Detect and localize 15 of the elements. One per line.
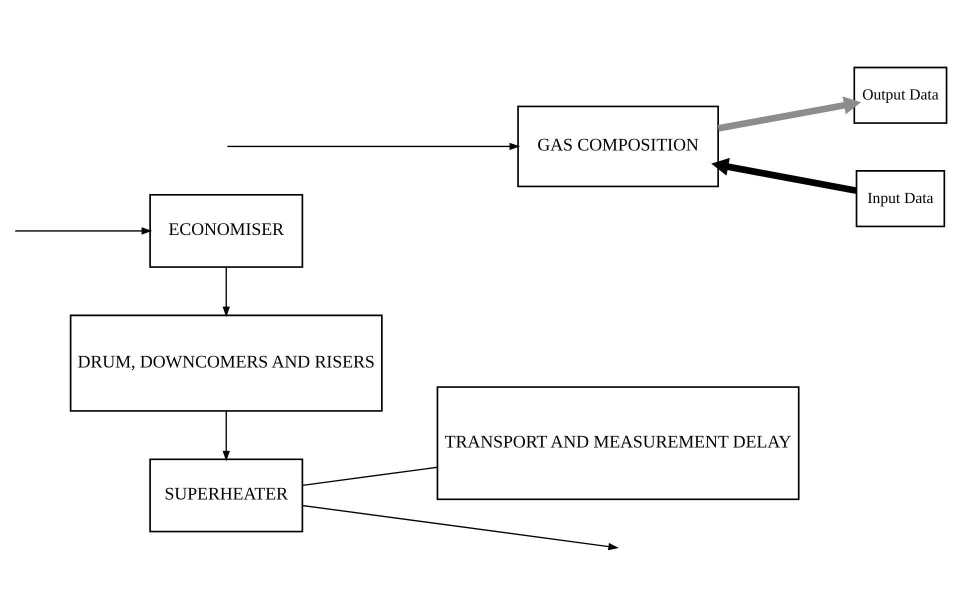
node-box: SUPERHEATER — [148, 458, 303, 532]
node-box: GAS COMPOSITION — [516, 106, 718, 188]
arrow — [222, 267, 230, 318]
arrow — [226, 142, 520, 150]
node-box: Output Data — [852, 66, 947, 124]
arrow — [710, 158, 856, 194]
arrow — [14, 227, 152, 235]
node-box: DRUM, DOWNCOMERS AND RISERS — [69, 314, 382, 412]
arrow — [717, 96, 861, 132]
node-box: Input Data — [855, 170, 945, 228]
connector — [302, 466, 437, 486]
node-box: ECONOMISER — [148, 194, 303, 268]
node-box: TRANSPORT AND MEASUREMENT DELAY — [436, 386, 800, 500]
arrow — [302, 504, 618, 550]
arrow — [222, 411, 230, 462]
